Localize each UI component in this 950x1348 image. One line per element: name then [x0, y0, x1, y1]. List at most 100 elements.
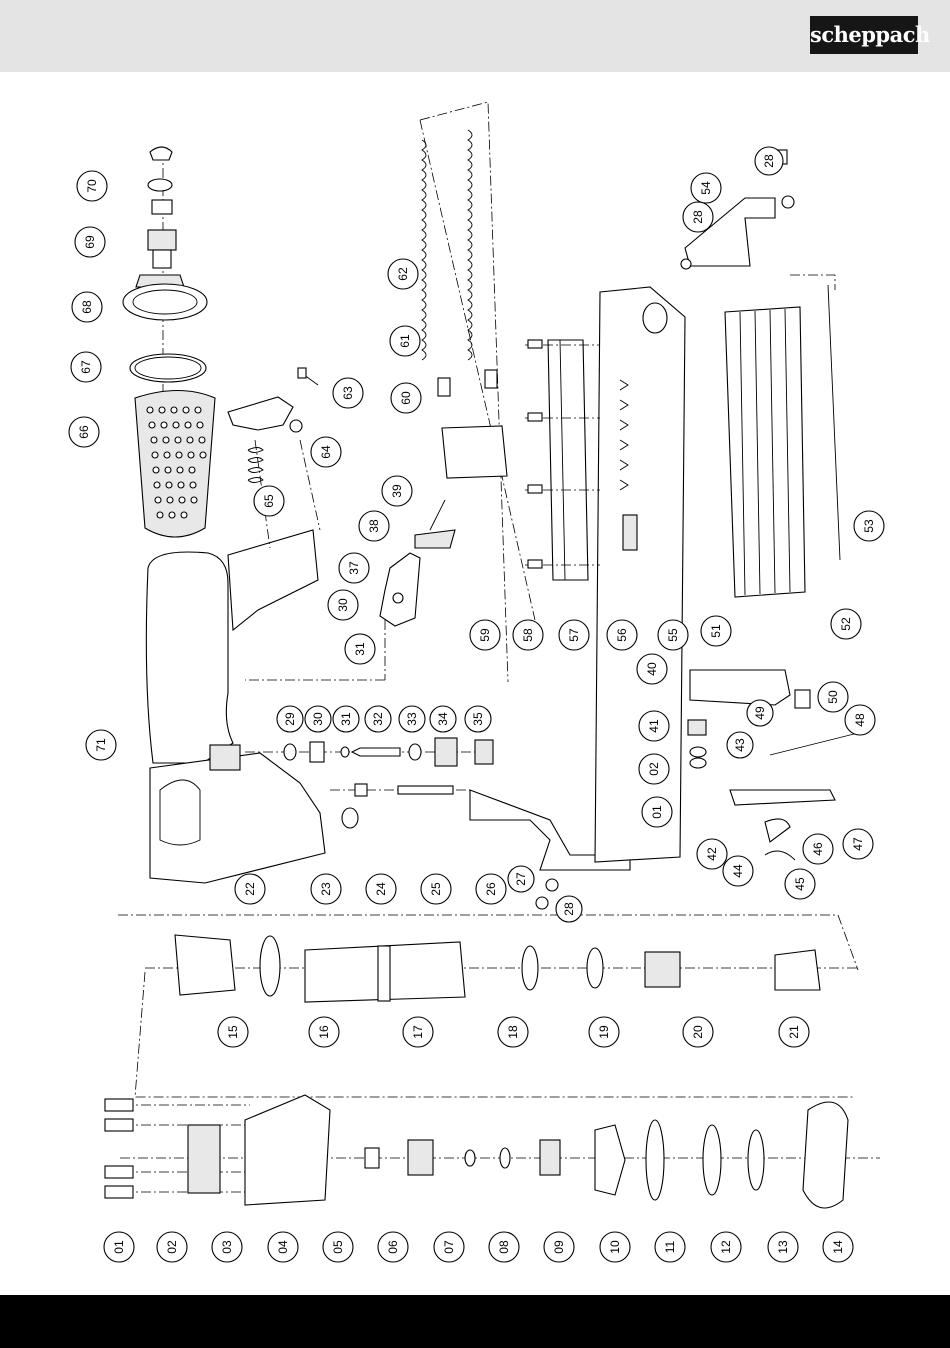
svg-text:20: 20 — [691, 1025, 705, 1039]
part-label-32: 32 — [365, 706, 391, 732]
svg-text:39: 39 — [390, 484, 404, 498]
part-label-51: 51 — [701, 616, 731, 646]
part-label-04: 04 — [268, 1232, 298, 1262]
part-label-01a: 01 — [642, 797, 672, 827]
svg-text:15: 15 — [226, 1025, 240, 1039]
part-label-38: 38 — [359, 511, 389, 541]
svg-text:04: 04 — [276, 1240, 290, 1254]
part-label-28c: 28 — [755, 147, 783, 175]
svg-text:53: 53 — [862, 519, 876, 533]
part-label-57: 57 — [559, 620, 589, 650]
part-label-41: 41 — [639, 711, 669, 741]
part-label-40: 40 — [637, 654, 667, 684]
svg-text:02: 02 — [165, 1240, 179, 1254]
svg-text:02: 02 — [647, 762, 661, 776]
svg-text:06: 06 — [386, 1240, 400, 1254]
part-label-43: 43 — [727, 732, 753, 758]
part-label-59: 59 — [470, 620, 500, 650]
part-label-48: 48 — [845, 705, 875, 735]
part-label-46: 46 — [803, 834, 833, 864]
svg-text:18: 18 — [506, 1025, 520, 1039]
svg-text:46: 46 — [811, 842, 825, 856]
part-label-15: 15 — [218, 1017, 248, 1047]
svg-text:52: 52 — [839, 617, 853, 631]
part-label-58: 58 — [513, 620, 543, 650]
svg-text:66: 66 — [77, 425, 91, 439]
svg-text:61: 61 — [398, 334, 412, 348]
svg-text:68: 68 — [80, 300, 94, 314]
part-label-16: 16 — [309, 1017, 339, 1047]
footer-bar — [0, 1295, 950, 1348]
svg-text:58: 58 — [521, 628, 535, 642]
svg-text:54: 54 — [699, 181, 713, 195]
part-label-47: 47 — [843, 829, 873, 859]
air-inlet-assembly — [123, 147, 215, 537]
svg-text:28: 28 — [691, 210, 705, 224]
part-label-33: 33 — [399, 706, 425, 732]
part-label-23: 23 — [311, 874, 341, 904]
svg-text:38: 38 — [367, 519, 381, 533]
part-label-22: 22 — [235, 874, 265, 904]
svg-text:07: 07 — [442, 1240, 456, 1254]
svg-text:05: 05 — [331, 1240, 345, 1254]
part-label-52: 52 — [831, 609, 861, 639]
part-label-44: 44 — [723, 856, 753, 886]
part-label-11: 11 — [655, 1232, 685, 1262]
svg-text:48: 48 — [853, 713, 867, 727]
part-label-07: 07 — [434, 1232, 464, 1262]
svg-text:64: 64 — [319, 445, 333, 459]
svg-text:23: 23 — [319, 882, 333, 896]
part-label-14: 14 — [823, 1232, 853, 1262]
svg-text:03: 03 — [220, 1240, 234, 1254]
part-label-18: 18 — [498, 1017, 528, 1047]
part-label-66: 66 — [69, 417, 99, 447]
svg-text:30: 30 — [311, 712, 325, 726]
svg-text:01: 01 — [112, 1240, 126, 1254]
part-label-55: 55 — [658, 620, 688, 650]
trigger-assembly — [228, 368, 320, 548]
svg-text:60: 60 — [399, 391, 413, 405]
svg-text:34: 34 — [436, 712, 450, 726]
part-label-45: 45 — [785, 869, 815, 899]
svg-text:17: 17 — [411, 1025, 425, 1039]
svg-text:57: 57 — [567, 628, 581, 642]
svg-text:10: 10 — [608, 1240, 622, 1254]
part-label-56: 56 — [607, 620, 637, 650]
svg-text:13: 13 — [776, 1240, 790, 1254]
svg-text:30: 30 — [336, 598, 350, 612]
part-label-30b: 30 — [305, 706, 331, 732]
svg-text:37: 37 — [347, 561, 361, 575]
part-label-60: 60 — [391, 383, 421, 413]
part-label-31: 31 — [345, 634, 375, 664]
svg-text:11: 11 — [663, 1240, 677, 1253]
svg-text:50: 50 — [826, 690, 840, 704]
svg-text:25: 25 — [429, 882, 443, 896]
svg-text:49: 49 — [753, 706, 767, 720]
part-label-21: 21 — [779, 1017, 809, 1047]
svg-text:55: 55 — [666, 628, 680, 642]
cylinder-row — [118, 915, 860, 1097]
part-label-02a: 02 — [639, 754, 669, 784]
part-label-20: 20 — [683, 1017, 713, 1047]
svg-text:01: 01 — [650, 805, 664, 819]
exploded-parts-diagram: 70 69 68 67 66 63 64 65 62 61 60 39 38 3… — [0, 72, 950, 1295]
svg-text:51: 51 — [709, 624, 723, 638]
part-label-06: 06 — [378, 1232, 408, 1262]
svg-text:21: 21 — [787, 1025, 801, 1039]
svg-text:45: 45 — [793, 877, 807, 891]
svg-text:31: 31 — [339, 712, 353, 726]
head-row — [105, 1095, 880, 1208]
part-label-67: 67 — [71, 352, 101, 382]
part-label-63: 63 — [333, 378, 363, 408]
svg-text:65: 65 — [262, 494, 276, 508]
brand-logo: scheppach — [810, 16, 918, 54]
part-label-31b: 31 — [333, 706, 359, 732]
part-label-19: 19 — [589, 1017, 619, 1047]
part-label-64: 64 — [311, 437, 341, 467]
part-label-50: 50 — [818, 682, 848, 712]
svg-text:19: 19 — [597, 1025, 611, 1039]
part-label-03: 03 — [212, 1232, 242, 1262]
svg-text:33: 33 — [405, 712, 419, 726]
svg-text:56: 56 — [615, 628, 629, 642]
part-label-30: 30 — [328, 590, 358, 620]
